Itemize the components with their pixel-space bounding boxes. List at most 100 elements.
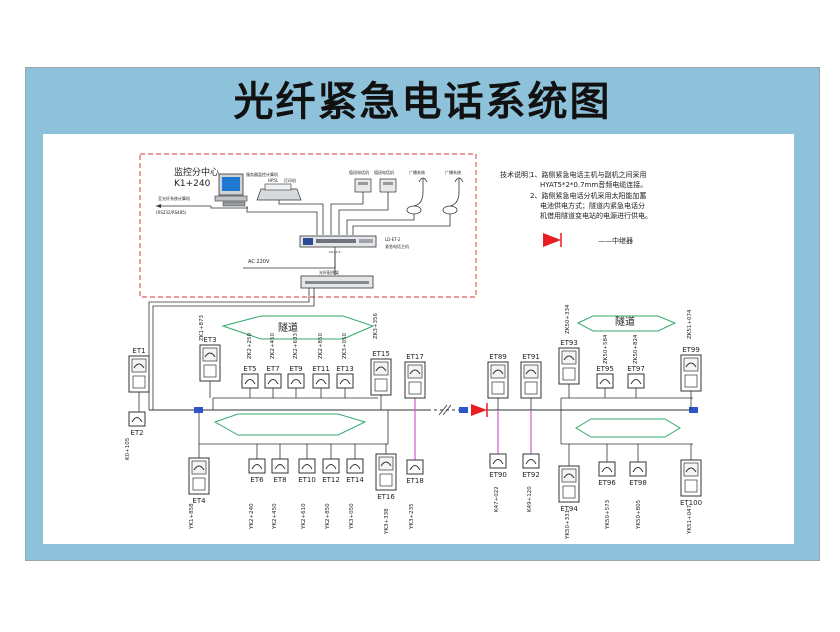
phone-icon	[680, 459, 702, 497]
odf-unit	[300, 275, 374, 289]
pc-label: 服务器监控计算机	[246, 171, 278, 177]
extension-id-label: ET7	[266, 365, 279, 373]
duty-phone-2-label: 值班电话机	[374, 169, 394, 175]
phone-icon	[558, 465, 580, 503]
tunnel-2-top	[576, 315, 677, 332]
printer-label: 打印机	[284, 177, 296, 183]
phone-icon	[128, 355, 150, 393]
page-title: 光纤紧急电话系统图	[233, 79, 612, 125]
remote-link-label: 至光纤系统计算机	[158, 195, 190, 201]
extension-et89: ET89	[487, 353, 509, 410]
extension-layer: ET1ET2K0+105ET3ZK1+873ET4YK1+858ET5ZK2+2…	[125, 304, 702, 540]
phone-icon	[271, 458, 289, 474]
extension-id-label: ET99	[682, 346, 700, 354]
extension-km-label: YK3+338	[384, 508, 390, 535]
notes-title: 技术说明：	[500, 170, 535, 179]
extension-id-label: ET18	[406, 477, 424, 485]
remote-arrowhead-icon	[156, 204, 161, 208]
extension-id-label: ET1	[132, 347, 145, 355]
extension-km-label: ZK3+356	[373, 313, 379, 339]
extension-et17: ET17	[404, 353, 426, 410]
extension-km-label: YK50+805	[636, 499, 642, 530]
phone-icon	[558, 347, 580, 385]
phone-icon	[128, 411, 146, 427]
speaker-icon-2	[442, 177, 464, 215]
host-wiring	[210, 192, 451, 235]
control-center-station: K1+240	[174, 179, 211, 189]
extension-km-label: YK50+573	[605, 499, 611, 530]
extension-id-label: ET8	[273, 476, 286, 484]
duty-phone-icon-2	[379, 178, 397, 193]
system-diagram: 监控分中心 K1+240 服务器监控计算机 HP5L 打印机 至光纤系统计算机 …	[125, 153, 702, 540]
extension-id-label: ET90	[489, 471, 507, 479]
host-label: LD-ET-2	[385, 237, 401, 242]
phone-icon	[404, 361, 426, 399]
note-2: 2、路侧紧急电话分机采用太阳能加蓄	[530, 191, 646, 200]
extension-id-label: ET13	[336, 365, 354, 373]
extension-id-label: ET10	[298, 476, 316, 484]
extension-et1: ET1	[128, 347, 150, 410]
phone-icon	[322, 458, 340, 474]
printer-icon	[256, 183, 302, 201]
extension-id-label: ET2	[130, 429, 143, 437]
phone-icon	[248, 458, 266, 474]
phone-icon	[336, 373, 354, 389]
extension-km-label: YK2+850	[325, 503, 331, 530]
fiber-end-right	[689, 407, 698, 413]
extension-id-label: ET5	[243, 365, 256, 373]
monitor-pc-icon	[214, 173, 248, 207]
break-mark-2	[442, 404, 452, 416]
phone-icon	[370, 358, 392, 396]
speaker-1-label: 广播系统	[409, 169, 425, 175]
extension-km-label: YK51+047	[687, 504, 693, 535]
phone-icon	[199, 344, 221, 382]
extension-km-label: ZK50+334	[565, 304, 571, 334]
extension-id-label: ET14	[346, 476, 364, 484]
phone-icon	[312, 373, 330, 389]
extension-km-label: ZK2+850	[318, 333, 324, 359]
extension-id-label: ET94	[560, 505, 578, 513]
diagram-panel: 监控分中心 K1+240 服务器监控计算机 HP5L 打印机 至光纤系统计算机 …	[43, 134, 794, 544]
phone-icon	[188, 457, 210, 495]
extension-km-label: ZK2+250	[247, 333, 253, 359]
phone-icon	[520, 361, 542, 399]
extension-id-label: ET6	[250, 476, 264, 484]
repeater-legend-icon	[543, 233, 561, 247]
speaker-icon-1	[406, 177, 428, 215]
host-desc: 紧急电话主机	[385, 243, 409, 249]
extension-km-label: YK2+240	[249, 503, 255, 530]
fiber-end-left	[194, 407, 203, 413]
extension-id-label: ET95	[596, 365, 614, 373]
extension-id-label: ET92	[522, 471, 540, 479]
tunnel-label-2: 隧道	[615, 315, 635, 328]
extension-id-label: ET98	[629, 479, 647, 487]
repeater-icon	[471, 403, 488, 417]
extension-km-label: ZK2+450	[270, 333, 276, 359]
extension-km-label: YK2+610	[301, 503, 307, 530]
control-center-box	[139, 153, 477, 298]
phone-icon	[406, 459, 424, 475]
extension-km-label: ZK50+584	[603, 334, 609, 364]
extension-et7: ET7 ZK2+450	[264, 333, 282, 398]
tunnel-label-1: 隧道	[278, 321, 298, 334]
extension-id-label: ET9	[289, 365, 302, 373]
phone-icon	[346, 458, 364, 474]
extension-id-label: ET100	[680, 499, 702, 507]
repeater-legend-label: ——中继器	[598, 236, 633, 245]
